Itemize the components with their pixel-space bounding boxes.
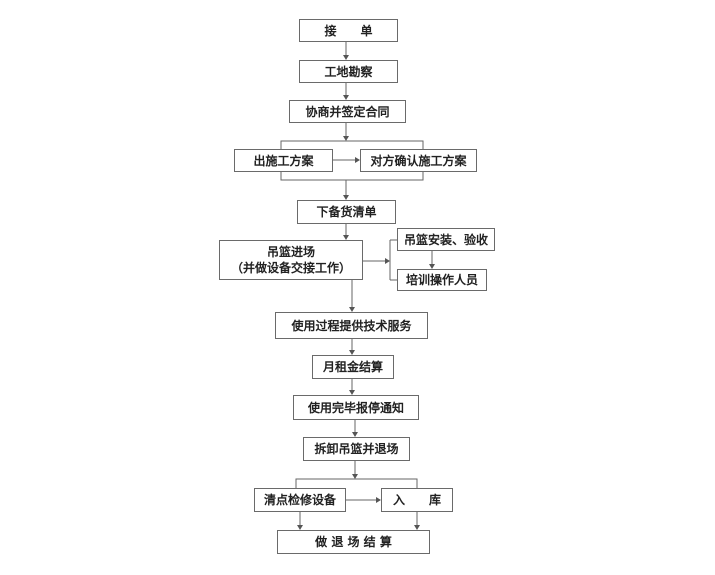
accept-order-box: 接 单 xyxy=(299,19,398,42)
monthly-rent-label: 月租金结算 xyxy=(322,360,383,374)
exit-settlement-box: 做 退 场 结 算 xyxy=(277,530,430,554)
inspect-repair-box: 清点检修设备 xyxy=(254,488,346,512)
exit-settlement-label: 做 退 场 结 算 xyxy=(315,535,392,549)
install-accept-box: 吊篮安装、验收 xyxy=(397,228,495,251)
dismantle-exit-box: 拆卸吊篮并退场 xyxy=(303,437,410,461)
tech-service-label: 使用过程提供技术服务 xyxy=(291,318,412,333)
confirm-plan-box: 对方确认施工方案 xyxy=(360,149,477,172)
gondola-entry-label-2: （并做设备交接工作） xyxy=(230,261,351,275)
gondola-entry-label-1: 吊篮进场 xyxy=(266,245,315,259)
negotiate-contract-box: 协商并签定合同 xyxy=(289,100,406,123)
accept-order-label: 接 单 xyxy=(324,23,373,38)
stop-notice-label: 使用完毕报停通知 xyxy=(307,400,404,415)
stop-notice-box: 使用完毕报停通知 xyxy=(293,395,419,420)
warehouse-in-box: 入 库 xyxy=(381,488,453,512)
tech-service-box: 使用过程提供技术服务 xyxy=(275,312,428,339)
goods-list-box: 下备货清单 xyxy=(297,200,396,224)
train-operators-label: 培训操作人员 xyxy=(405,273,478,287)
confirm-plan-label: 对方确认施工方案 xyxy=(370,153,467,168)
issue-plan-box: 出施工方案 xyxy=(234,149,333,172)
gondola-entry-box: 吊篮进场 （并做设备交接工作） xyxy=(219,240,363,280)
monthly-rent-box: 月租金结算 xyxy=(312,355,394,379)
goods-list-label: 下备货清单 xyxy=(316,205,377,219)
negotiate-contract-label: 协商并签定合同 xyxy=(305,104,390,119)
install-accept-label: 吊篮安装、验收 xyxy=(403,232,488,247)
inspect-repair-label: 清点检修设备 xyxy=(263,493,336,507)
site-survey-label: 工地勘察 xyxy=(324,64,373,79)
site-survey-box: 工地勘察 xyxy=(299,60,398,83)
train-operators-box: 培训操作人员 xyxy=(397,269,487,291)
issue-plan-label: 出施工方案 xyxy=(253,153,314,168)
dismantle-exit-label: 拆卸吊篮并退场 xyxy=(314,442,399,456)
warehouse-in-label: 入 库 xyxy=(392,493,441,507)
